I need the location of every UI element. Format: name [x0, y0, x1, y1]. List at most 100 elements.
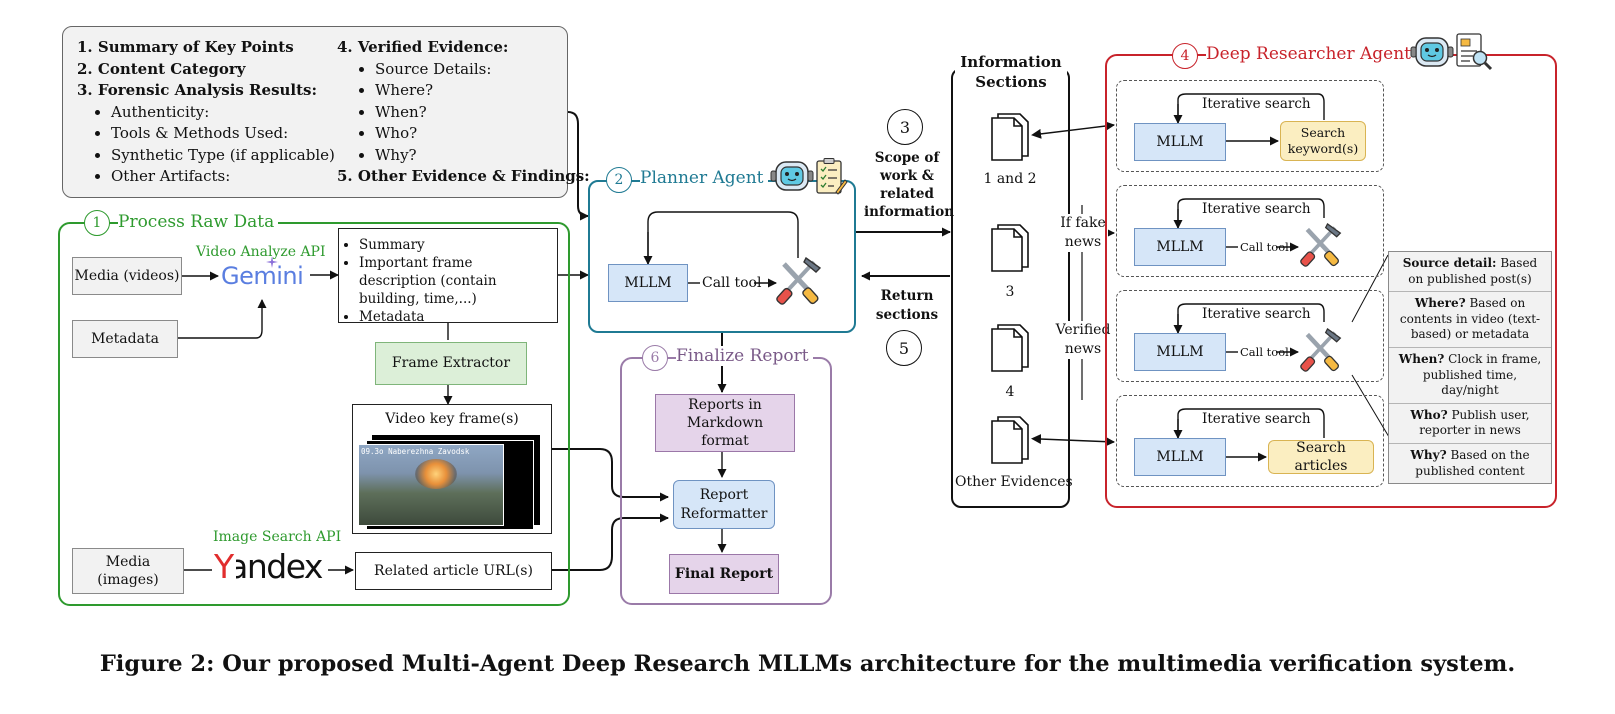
side-text-source: Based on published post(s)	[1408, 256, 1538, 286]
side-head-why: Why?	[1410, 447, 1447, 462]
row4-loop	[1177, 408, 1325, 438]
template-item-4: 4. Verified Evidence:	[337, 38, 509, 56]
researcher-title: Deep Researcher Agent	[1206, 44, 1416, 64]
markdown-report-box: Reports in Markdown format	[655, 394, 795, 452]
row3-loop	[1177, 303, 1325, 333]
researcher-robot-icon	[1410, 37, 1454, 67]
evidence-bullets: Source Details: Where? When? Who? Why?	[337, 59, 567, 167]
side-text-who: Publish user, reporter in news	[1419, 407, 1530, 438]
document-icon-4	[991, 324, 1029, 372]
doc-label-other: Other Evidences	[955, 474, 1073, 490]
scope-label: Scope of work & related information	[864, 149, 954, 221]
step-5-badge: 5	[886, 330, 922, 366]
step-4-badge: 4	[1172, 43, 1198, 69]
sparkle-icon	[266, 256, 278, 268]
row4-loop-label: Iterative search	[1200, 411, 1313, 428]
side-cell-source: Source detail: Based on published post(s…	[1389, 252, 1551, 293]
desc-frame: Important frame description (contain bui…	[359, 254, 551, 308]
video-api-label: Video Analyze API	[196, 244, 326, 260]
side-text-where: Based on contents in video (text-based) …	[1399, 296, 1541, 342]
key-frames-title: Video key frame(s)	[385, 411, 519, 427]
evidence-detail-table: Source detail: Based on published post(s…	[1388, 251, 1552, 485]
doc-label-3: 3	[1005, 284, 1015, 300]
related-urls-box: Related article URL(s)	[355, 552, 552, 590]
bullet-who: Who?	[375, 123, 567, 145]
bullet-why: Why?	[375, 145, 567, 167]
arrow-summary-to-planner	[567, 111, 589, 221]
bullet-where: Where?	[375, 80, 567, 102]
side-head-source: Source detail:	[1402, 256, 1497, 270]
row3-tools-icon	[1300, 327, 1342, 372]
row1-search-keywords-box: Search keyword(s)	[1280, 121, 1366, 161]
doc-label-4: 4	[1005, 384, 1015, 400]
planner-title: Planner Agent	[640, 168, 768, 188]
side-cell-where: Where? Based on contents in video (text-…	[1389, 292, 1551, 348]
template-col-2: 4. Verified Evidence: Source Details: Wh…	[337, 37, 590, 188]
planner-mllm-box: MLLM	[608, 264, 688, 302]
process-raw-title: Process Raw Data	[118, 212, 279, 232]
gemini-logo: Gemini	[221, 262, 304, 290]
step-1-badge: 1	[84, 210, 110, 236]
bullet-tools: Tools & Methods Used:	[111, 123, 347, 145]
side-text-when: Clock in frame, published time, day/nigh…	[1422, 351, 1542, 398]
tools-icon	[776, 256, 822, 305]
template-item-5: 5. Other Evidence & Findings:	[337, 167, 590, 185]
bullet-authenticity: Authenticity:	[111, 102, 347, 124]
row4-mllm-box: MLLM	[1134, 438, 1226, 476]
bullet-when: When?	[375, 102, 567, 124]
info-sections-title: Information Sections	[955, 52, 1067, 92]
document-icon-1	[991, 113, 1029, 161]
row2-call-tool-label: Call tool	[1240, 240, 1289, 254]
row1-loop-label: Iterative search	[1200, 96, 1313, 113]
info-sections-title-text: Information Sections	[960, 53, 1062, 91]
frame-description-box: Summary Important frame description (con…	[338, 228, 558, 326]
arrow-sec-row4	[1031, 434, 1115, 447]
research-row-4	[1116, 395, 1384, 487]
arrow-urls-to-reformatter	[552, 513, 669, 571]
template-item-2: 2. Content Category	[77, 59, 246, 78]
checklist-icon	[816, 158, 848, 195]
row3-call-tool-label: Call tool	[1240, 345, 1289, 359]
callout-line-bottom	[1351, 374, 1393, 443]
desc-metadata: Metadata	[359, 308, 551, 326]
final-report-box: Final Report	[669, 554, 779, 594]
template-item-3: 3. Forensic Analysis Results:	[77, 81, 318, 99]
row2-loop	[1177, 198, 1325, 228]
magnifier-document-icon	[1456, 33, 1493, 71]
yandex-y-glyph: Y	[214, 547, 235, 586]
research-row-2	[1116, 185, 1384, 277]
row2-mllm-box: MLLM	[1134, 228, 1226, 266]
image-api-label: Image Search API	[213, 529, 342, 545]
frame-overlay-text: 09.3o Naberezhna Zavodsk	[361, 447, 470, 456]
bullet-source: Source Details:	[375, 59, 567, 81]
forensic-bullets: Authenticity: Tools & Methods Used: Synt…	[77, 102, 347, 188]
document-icon-3	[991, 224, 1029, 272]
row3-loop-label: Iterative search	[1200, 306, 1313, 323]
side-cell-why: Why? Based on the published content	[1389, 444, 1551, 483]
scope-label-text: Scope of work & related information	[864, 150, 955, 220]
side-head-who: Who?	[1410, 407, 1448, 422]
planner-loop	[647, 211, 799, 264]
frame-extractor-box: Frame Extractor	[375, 342, 527, 385]
step-6-badge: 6	[642, 345, 668, 371]
media-videos-box: Media (videos)	[72, 257, 182, 295]
callout-line-top	[1351, 254, 1389, 323]
template-col-1: 1. Summary of Key Points 2. Content Cate…	[77, 37, 347, 188]
row2-tools-icon	[1300, 222, 1342, 267]
planner-call-tool-label: Call tool	[702, 275, 762, 291]
step-3-badge: 3	[887, 109, 923, 145]
row2-loop-label: Iterative search	[1200, 201, 1313, 218]
report-reformatter-box: Report Reformatter	[673, 480, 775, 529]
doc-label-1-2: 1 and 2	[983, 171, 1037, 187]
side-cell-when: When? Clock in frame, published time, da…	[1389, 348, 1551, 404]
finalize-title: Finalize Report	[676, 346, 813, 366]
bullet-synthetic: Synthetic Type (if applicable)	[111, 145, 347, 167]
yandex-logo-accent	[214, 551, 236, 583]
arrow-keyframes-to-reformatter	[552, 448, 669, 502]
research-row-1	[1116, 80, 1384, 172]
fire-blob	[415, 459, 457, 489]
desc-summary: Summary	[359, 236, 551, 254]
process-raw-data-panel	[58, 222, 570, 606]
return-label-text: Return sections	[875, 288, 939, 323]
